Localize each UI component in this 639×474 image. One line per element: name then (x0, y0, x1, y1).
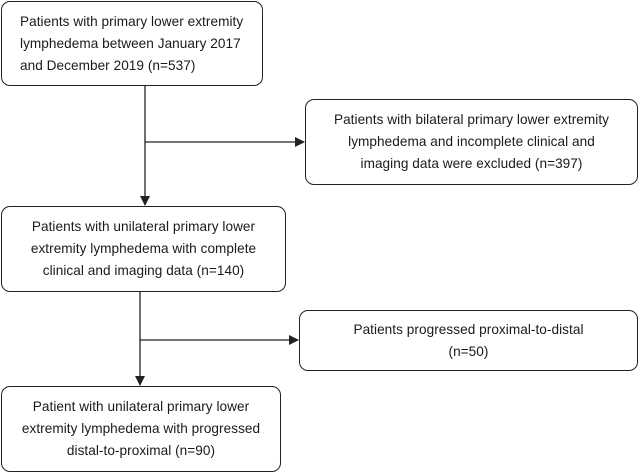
enrolled-patients-text: Patients with primary lower extremity ly… (20, 11, 243, 77)
included-line-3: clinical and imaging data (n=140) (42, 263, 245, 278)
distal-to-proximal-line-1: Patient with unilateral primary lower (32, 399, 250, 414)
excluded-line-3: imaging data were excluded (n=397) (360, 156, 583, 171)
excluded-patients-box: Patients with bilateral primary lower ex… (305, 99, 638, 185)
enrolled-line-3: and December 2019 (n=537) (20, 57, 196, 73)
enrolled-patients-box: Patients with primary lower extremity ly… (1, 1, 263, 86)
enrolled-line-1: Patients with primary lower extremity (20, 13, 244, 29)
proximal-to-distal-text: Patients progressed proximal-to-distal (… (312, 319, 625, 363)
enrolled-line-2: lymphedema between January 2017 (20, 35, 241, 51)
included-line-2: extremity lymphedema with complete (30, 241, 257, 256)
included-line-1: Patients with unilateral primary lower (31, 219, 256, 234)
excluded-line-1: Patients with bilateral primary lower ex… (333, 112, 610, 127)
proximal-to-distal-line-1: Patients progressed proximal-to-distal (353, 321, 584, 337)
included-patients-box: Patients with unilateral primary lower e… (1, 206, 286, 292)
distal-to-proximal-box: Patient with unilateral primary lower ex… (1, 386, 281, 472)
proximal-to-distal-box: Patients progressed proximal-to-distal (… (299, 310, 638, 371)
distal-to-proximal-line-3: distal-to-proximal (n=90) (66, 443, 216, 458)
excluded-patients-text: Patients with bilateral primary lower ex… (318, 109, 625, 175)
included-patients-text: Patients with unilateral primary lower e… (14, 216, 273, 282)
excluded-line-2: lymphedema and incomplete clinical and (348, 134, 595, 149)
proximal-to-distal-line-2: (n=50) (448, 343, 489, 359)
distal-to-proximal-text: Patient with unilateral primary lower ex… (14, 396, 268, 462)
distal-to-proximal-line-2: extremity lymphedema with progressed (21, 421, 261, 436)
